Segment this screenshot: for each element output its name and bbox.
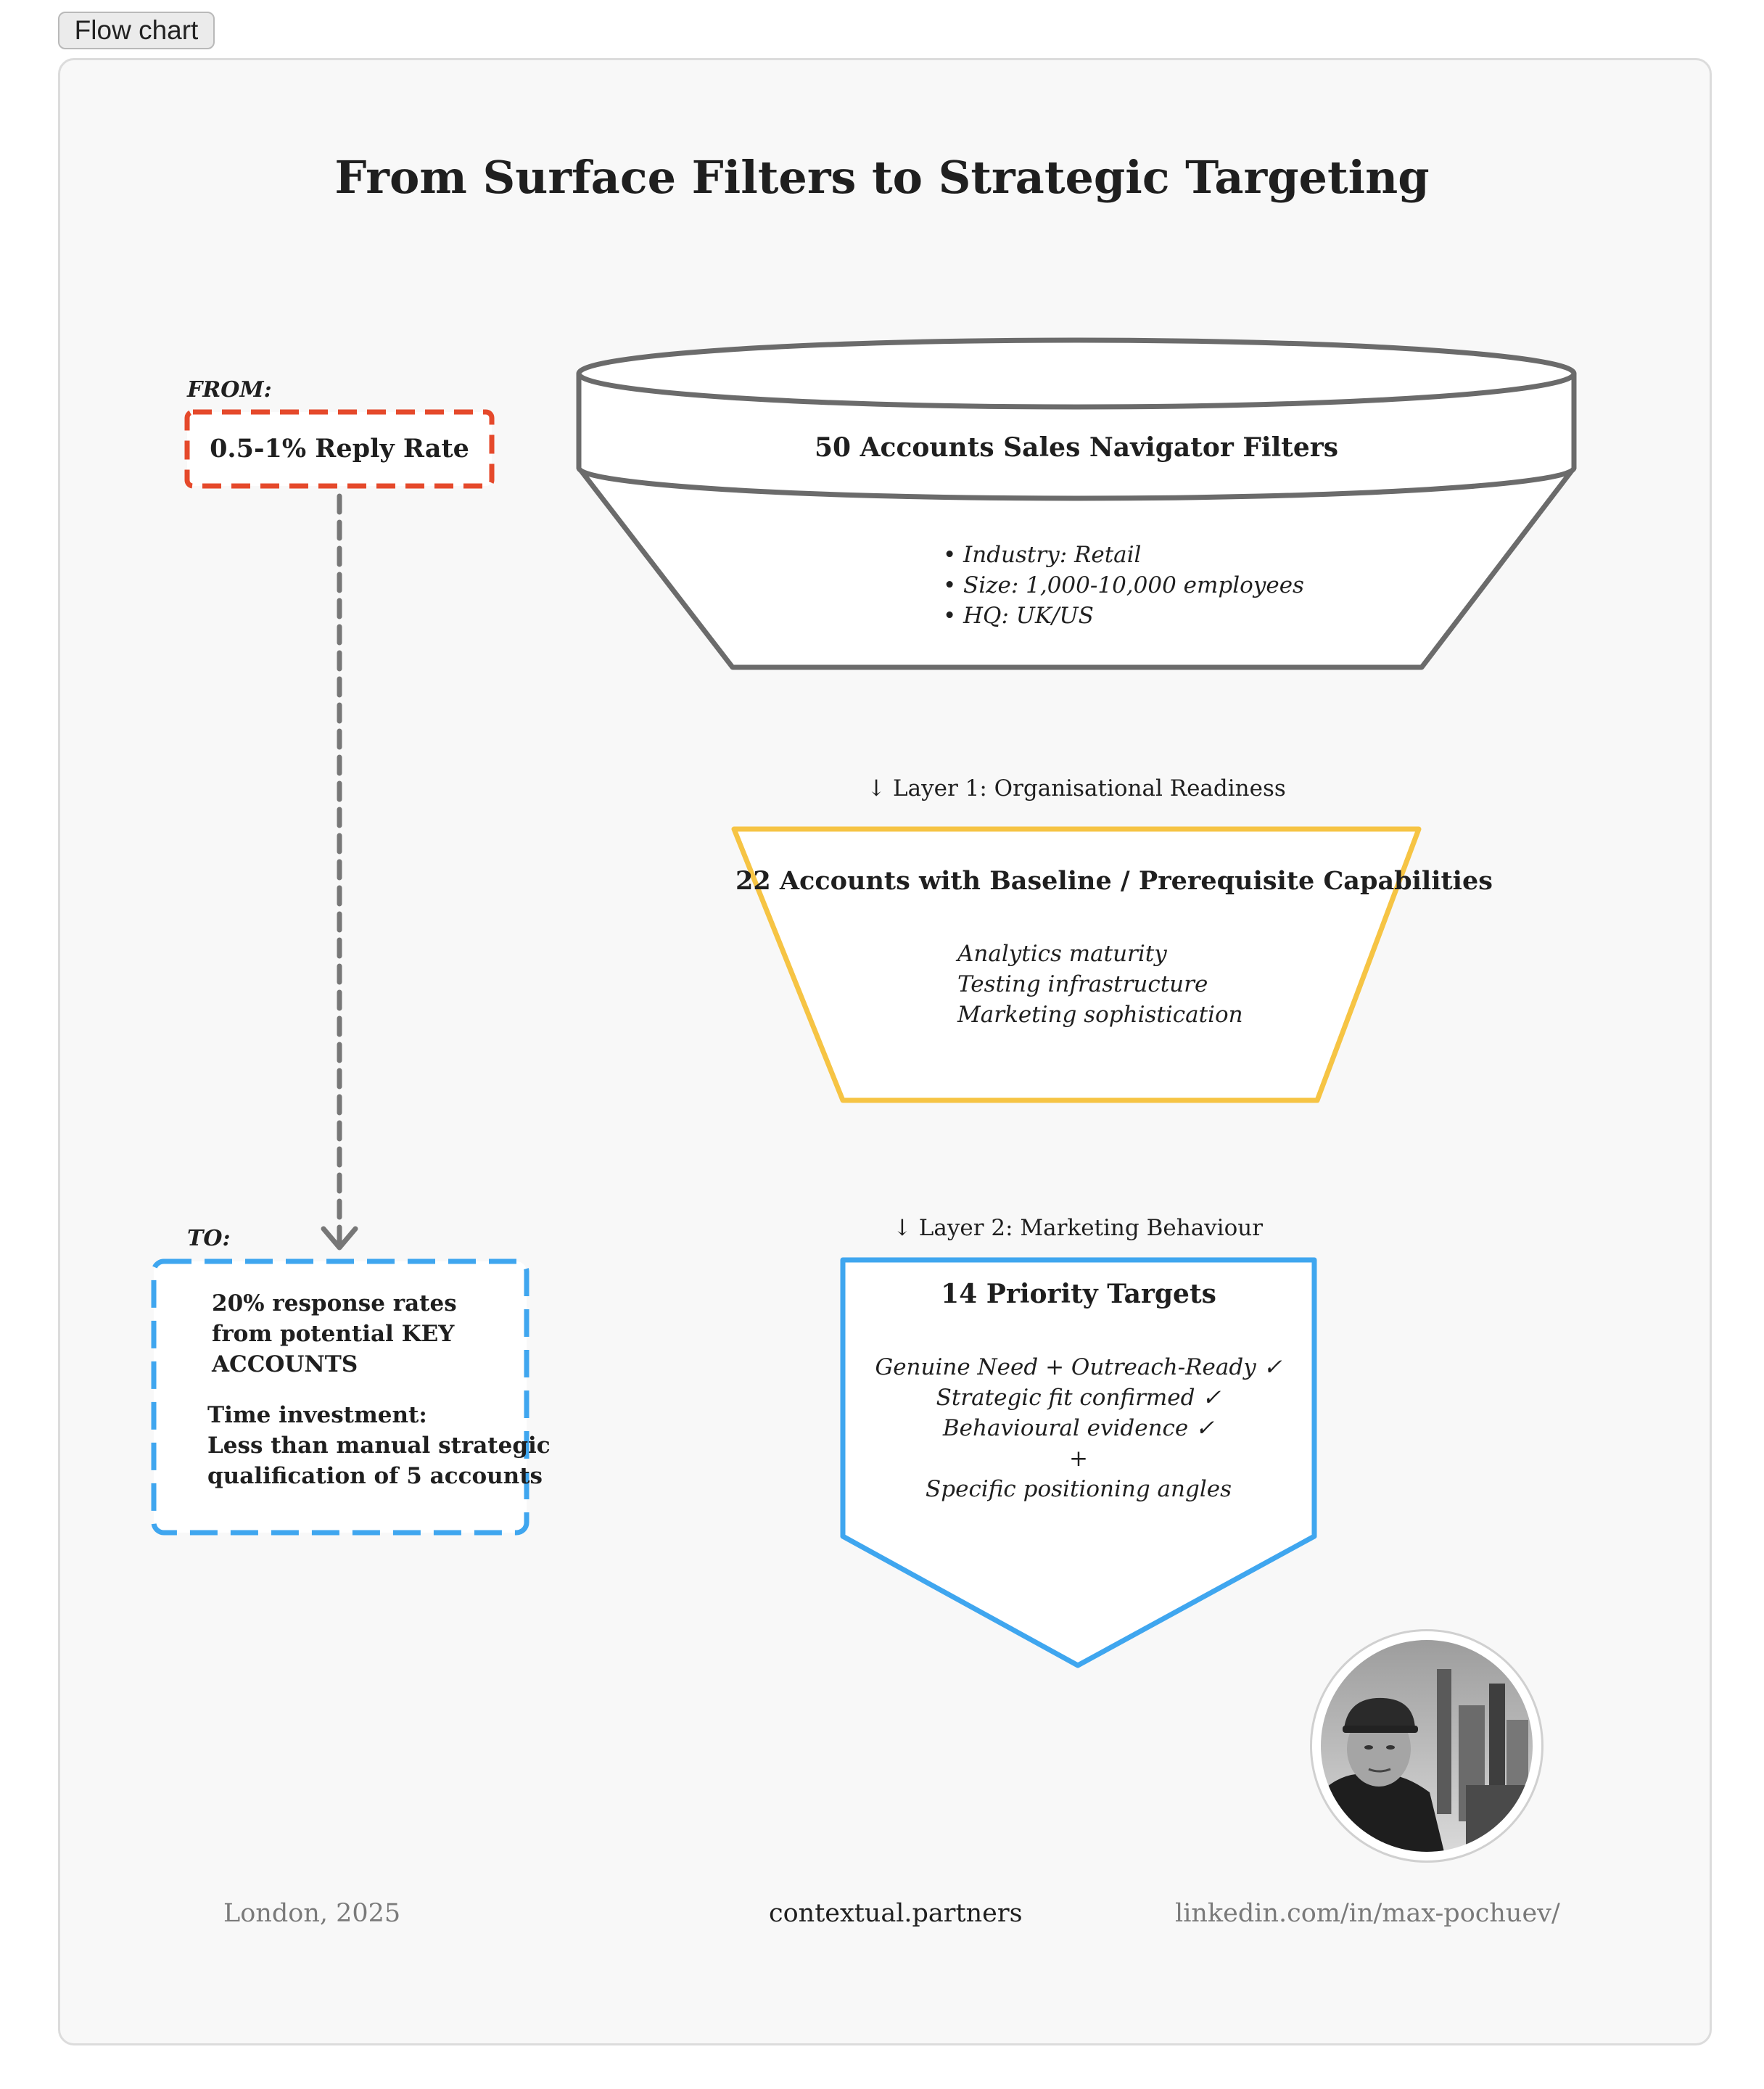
to-result: 20% response rates from potential KEY AC… (212, 1288, 457, 1380)
stage-1-criteria: Industry: Retail Size: 1,000-10,000 empl… (943, 540, 1304, 631)
profile-avatar-icon (1310, 1629, 1544, 1863)
stage-2-criteria: Analytics maturity Testing infrastructur… (957, 939, 1243, 1030)
criteria-item: HQ: UK/US (943, 601, 1304, 631)
funnel-stage-2 (731, 826, 1422, 1103)
criteria-item: Size: 1,000-10,000 employees (943, 570, 1304, 601)
from-value: 0.5-1% Reply Rate (210, 434, 469, 463)
layer-2-connector: ↓ Layer 2: Marketing Behaviour (892, 1215, 1264, 1241)
stage-1-title: 50 Accounts Sales Navigator Filters (814, 432, 1339, 463)
criteria-plus: + (1069, 1446, 1088, 1472)
funnel-stage-3 (840, 1257, 1317, 1668)
to-time-line: Less than manual strategic (207, 1433, 551, 1459)
to-label: TO: (187, 1226, 231, 1251)
stage-3-title: 14 Priority Targets (941, 1279, 1216, 1309)
from-label: FROM: (187, 377, 272, 403)
footer-site-link[interactable]: contextual.partners (769, 1899, 1023, 1928)
criteria-item: Behavioural evidence ✓ (942, 1415, 1215, 1441)
stage-2-title: 22 Accounts with Baseline / Prerequisite… (735, 866, 1493, 896)
to-time-line: Time investment: (207, 1402, 427, 1428)
footer-location: London, 2025 (223, 1899, 401, 1928)
footer-linkedin-link[interactable]: linkedin.com/in/max-pochuev/ (1175, 1899, 1560, 1928)
criteria-item: Marketing sophistication (957, 1002, 1243, 1028)
criteria-item: Strategic fit confirmed ✓ (936, 1385, 1221, 1411)
flow-chart-tab[interactable]: Flow chart (58, 12, 215, 49)
to-result-line: from potential KEY (212, 1321, 455, 1347)
stage-3-criteria: Genuine Need + Outreach-Ready ✓ Strategi… (844, 1352, 1313, 1504)
to-box (151, 1258, 529, 1536)
avatar-photo (1321, 1640, 1533, 1852)
criteria-item: Industry: Retail (943, 540, 1304, 570)
criteria-item: Genuine Need + Outreach-Ready ✓ (875, 1354, 1282, 1380)
criteria-item: Testing infrastructure (957, 971, 1208, 997)
from-box (184, 409, 495, 489)
criteria-item: Specific positioning angles (926, 1476, 1232, 1502)
to-time-investment: Time investment: Less than manual strate… (207, 1400, 551, 1491)
layer-1-connector: ↓ Layer 1: Organisational Readiness (867, 775, 1286, 802)
page-title: From Surface Filters to Strategic Target… (334, 151, 1430, 204)
to-result-line: ACCOUNTS (212, 1351, 358, 1377)
criteria-item: Analytics maturity (957, 941, 1167, 967)
from-to-arrow (321, 493, 358, 1250)
to-result-line: 20% response rates (212, 1290, 457, 1317)
to-time-line: qualification of 5 accounts (207, 1463, 543, 1489)
